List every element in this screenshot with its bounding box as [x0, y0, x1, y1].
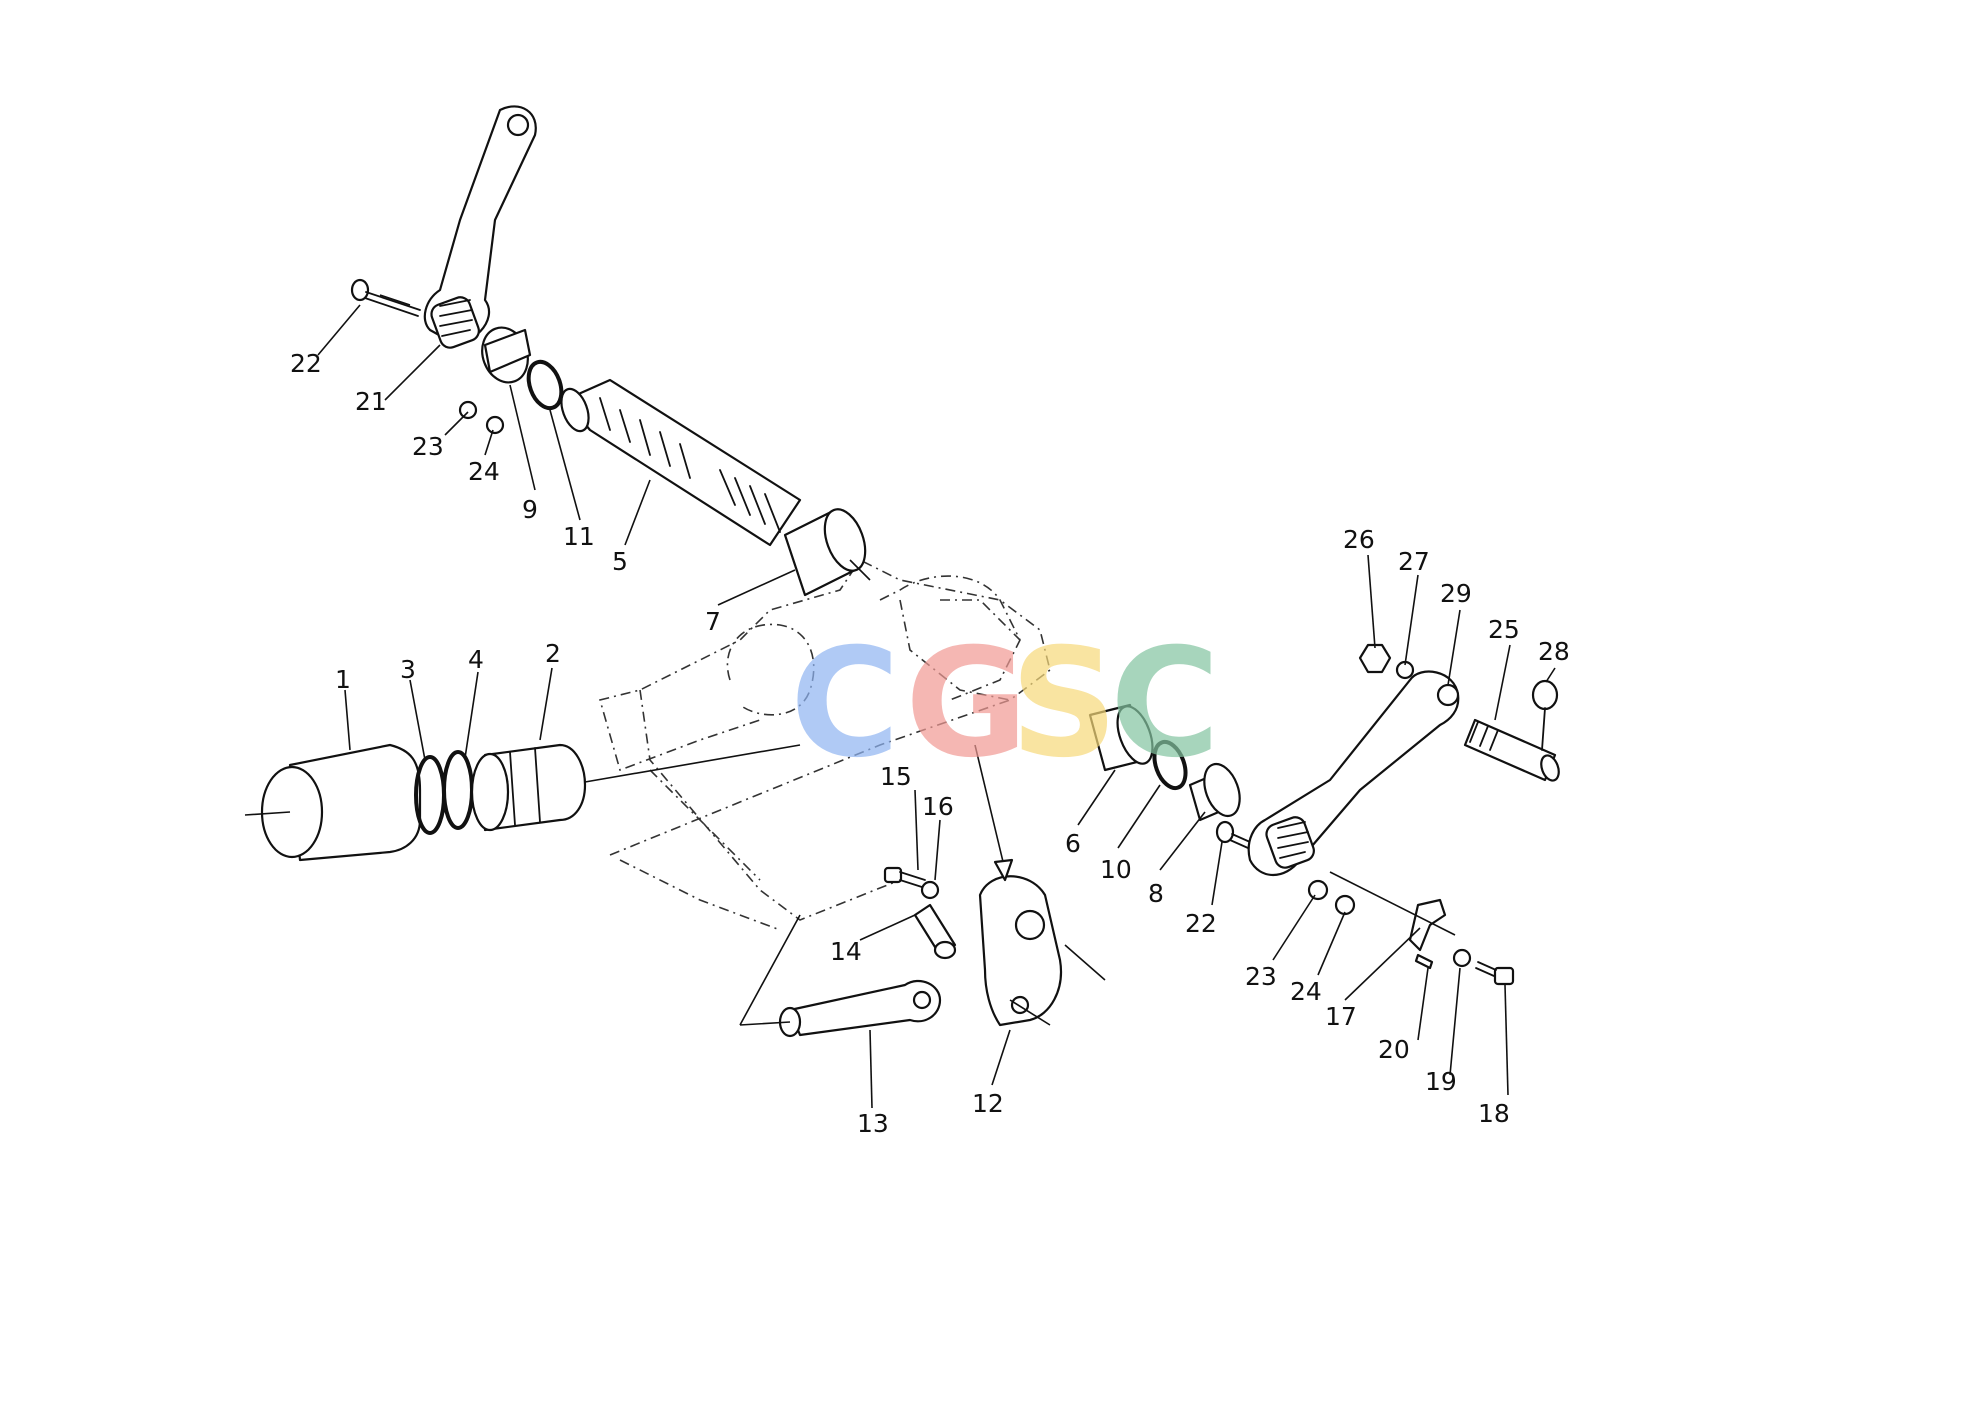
washer-23-upper [458, 400, 478, 420]
bolt-22-right [1215, 820, 1251, 849]
centerline-upper [379, 294, 411, 306]
callout-5: 5 [612, 547, 628, 576]
lever-axis-lines [1009, 944, 1106, 1026]
leader-pair-13 [739, 914, 801, 1026]
clip-28 [1531, 679, 1559, 751]
callout-7: 7 [705, 607, 721, 636]
watermark-letter-c2: C [1110, 617, 1220, 791]
callout-18: 18 [1478, 1099, 1510, 1128]
bushing-8 [1188, 762, 1241, 822]
cylinder-1 [260, 743, 422, 862]
callout-9: 9 [522, 495, 538, 524]
bolt-18 [1475, 961, 1515, 986]
callout-6: 6 [1065, 829, 1081, 858]
callout-4: 4 [468, 645, 484, 674]
callout-1: 1 [335, 665, 351, 694]
watermark-letter-s: S [1010, 617, 1118, 791]
pin-25 [1463, 718, 1560, 782]
callout-25: 25 [1488, 615, 1520, 644]
callout-12: 12 [972, 1089, 1004, 1118]
callout-3: 3 [400, 655, 416, 684]
oring-11 [526, 359, 564, 411]
callout-23-right: 23 [1245, 962, 1277, 991]
oring-10 [1152, 739, 1188, 791]
bolt-15 [883, 866, 926, 889]
callout-20: 20 [1378, 1035, 1410, 1064]
washer-16 [920, 880, 940, 900]
centerline-right [1329, 871, 1456, 936]
watermark-letter-c1: C [790, 617, 900, 791]
callout-22-right: 22 [1185, 909, 1217, 938]
callout-15: 15 [880, 762, 912, 791]
pin-14 [913, 903, 957, 960]
callout-29: 29 [1440, 579, 1472, 608]
ring-4 [442, 750, 474, 830]
callout-8: 8 [1148, 879, 1164, 908]
callout-16: 16 [922, 792, 954, 821]
callout-14: 14 [830, 937, 862, 966]
bushing-7 [783, 508, 867, 597]
housing-outline [599, 558, 1051, 931]
callout-28: 28 [1538, 637, 1570, 666]
bolt-22-upper [350, 278, 421, 317]
callout-26: 26 [1343, 525, 1375, 554]
nut-24-upper [485, 415, 505, 435]
washer-19 [1452, 948, 1472, 968]
centerline-shaft [849, 559, 871, 581]
callout-22-upper: 22 [290, 349, 322, 378]
nut-26 [1358, 643, 1392, 674]
callout-2: 2 [545, 639, 561, 668]
callout-19: 19 [1425, 1067, 1457, 1096]
watermark: C G S C [790, 617, 1220, 791]
callout-24-upper: 24 [468, 457, 500, 486]
cam-lever-12 [978, 875, 1063, 1027]
callout-21: 21 [355, 387, 387, 416]
callout-11: 11 [563, 522, 595, 551]
upper-arm [423, 105, 537, 349]
callout-27: 27 [1398, 547, 1430, 576]
bracket-17 [1408, 898, 1447, 952]
bushing-6 [1088, 703, 1154, 772]
callout-labels: 1 2 3 4 5 6 7 8 9 10 11 12 13 14 15 16 1… [290, 349, 1570, 1138]
callout-23-upper: 23 [412, 432, 444, 461]
arrow-head [993, 858, 1014, 882]
arrow-to-lever [974, 744, 1006, 871]
callout-13: 13 [857, 1109, 889, 1138]
nut-24-right [1334, 894, 1356, 916]
bushing-9 [481, 326, 532, 384]
lever-13 [778, 979, 942, 1038]
axis-line-left [244, 744, 801, 816]
washer-23-right [1307, 879, 1329, 901]
right-arm-29 [1247, 670, 1460, 876]
callout-10: 10 [1100, 855, 1132, 884]
pin-20 [1414, 953, 1434, 970]
shaft-5 [560, 378, 802, 547]
callout-24-right: 24 [1290, 977, 1322, 1006]
piston-2 [470, 743, 587, 832]
leader-lines [317, 304, 1556, 1109]
watermark-letter-g: G [905, 617, 1028, 791]
callout-17: 17 [1325, 1002, 1357, 1031]
